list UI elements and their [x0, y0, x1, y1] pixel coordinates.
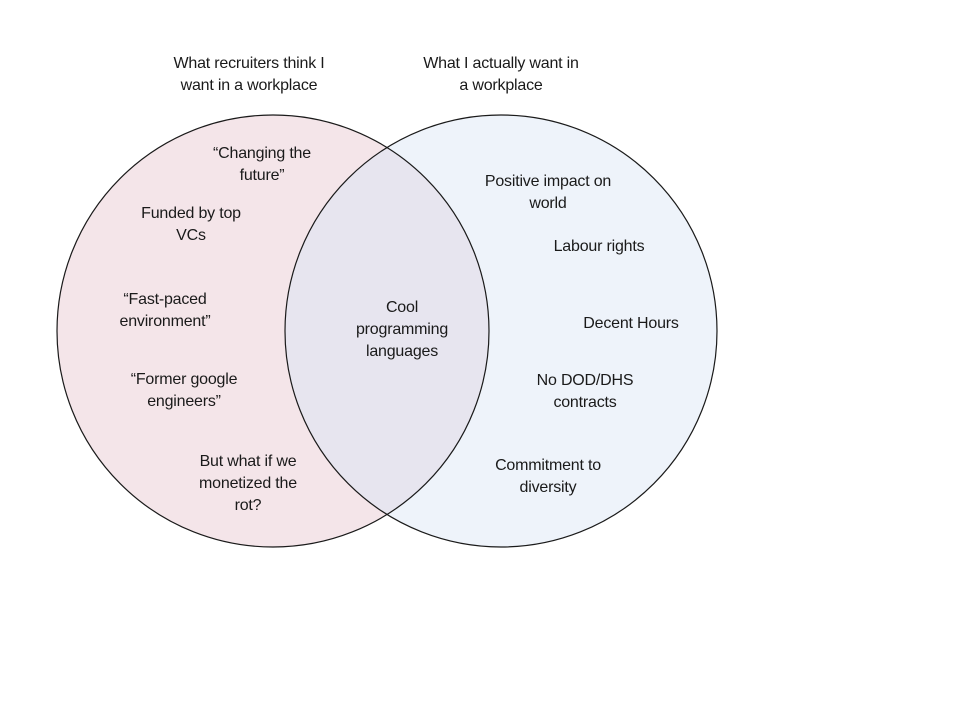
right-item-positive-impact: Positive impact on world — [484, 173, 612, 212]
right-item-commitment-diversity: Commitment to diversity — [495, 457, 601, 496]
left-set-title: What recruiters think I want in a workpl… — [173, 55, 325, 94]
left-item-monetized-rot: But what if we monetized the rot? — [199, 453, 297, 514]
left-item-fast-paced: “Fast-paced environment” — [119, 291, 211, 330]
right-item-decent-hours: Decent Hours — [583, 315, 679, 332]
right-set-title: What I actually want in a workplace — [423, 55, 579, 94]
right-item-labour-rights: Labour rights — [553, 238, 645, 255]
intersection-item-programming-languages: Cool programming languages — [355, 299, 449, 360]
right-set-outline — [284, 114, 718, 548]
intersection-region — [285, 115, 489, 547]
left-set-outline — [56, 114, 490, 548]
left-item-changing-future: “Changing the future” — [213, 145, 311, 184]
left-item-former-google: “Former google engineers” — [130, 371, 238, 410]
right-item-no-dod-dhs: No DOD/DHS contracts — [536, 372, 634, 411]
left-item-funded-by-vcs: Funded by top VCs — [141, 205, 241, 244]
